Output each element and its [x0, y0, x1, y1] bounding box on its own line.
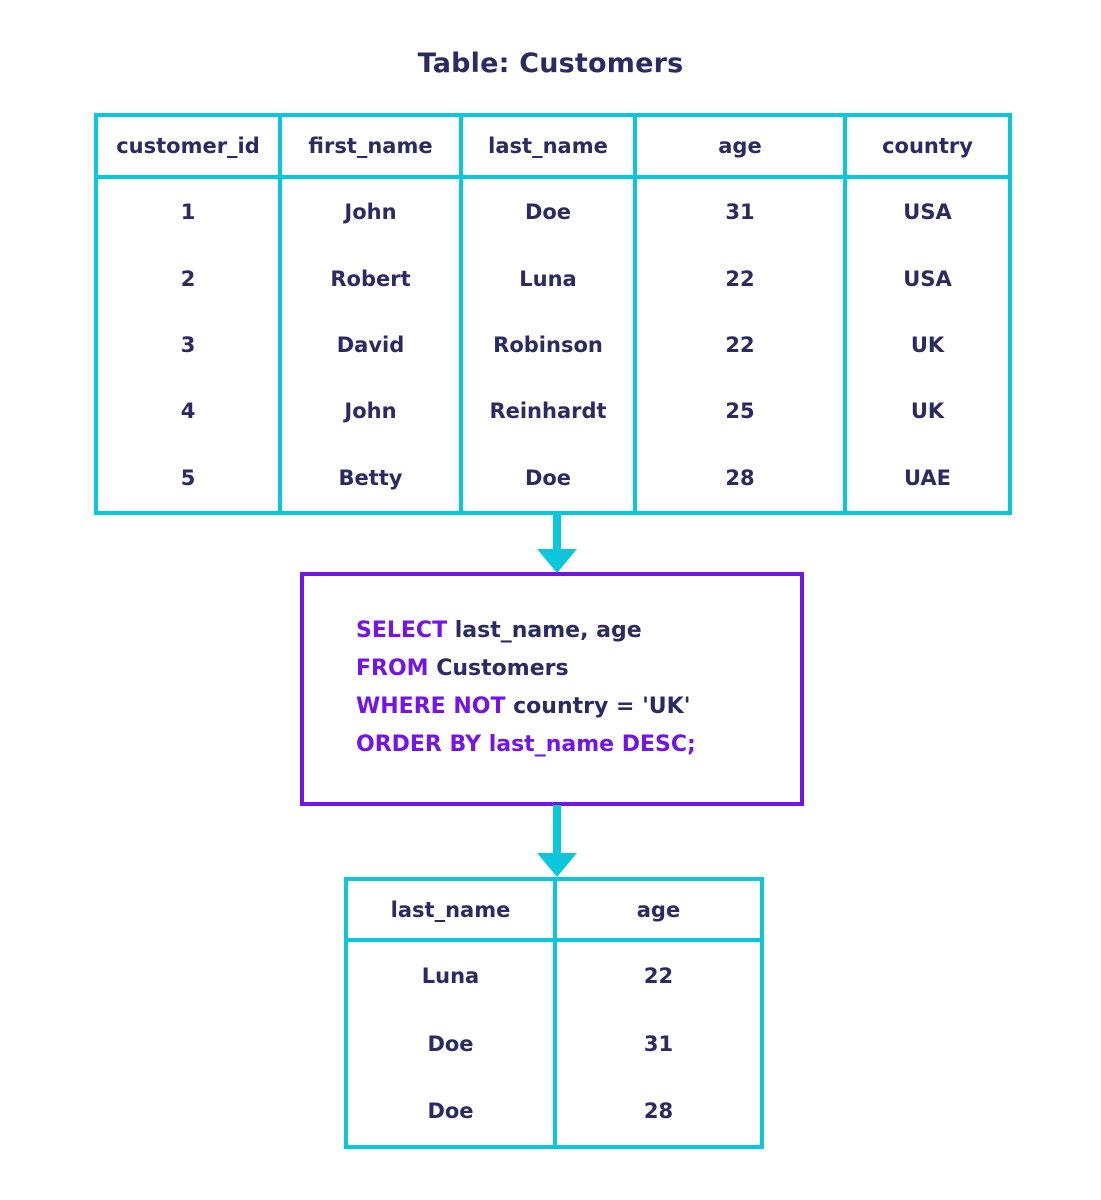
result-cell-last-name: Doe [348, 1077, 557, 1146]
arrow-shaft [553, 513, 561, 553]
cell-customer-id: 1 [98, 179, 282, 246]
column-header-last-name: last_name [463, 117, 637, 175]
cell-country: UAE [903, 465, 951, 490]
query-line-from: FROM Customers [356, 650, 800, 688]
cell-country: USA [903, 200, 952, 225]
result-table: last_name age Luna 22 Doe 31 Doe 28 [344, 877, 764, 1149]
result-cell-age: 31 [643, 1031, 674, 1056]
cell-first-name: John [282, 378, 463, 445]
cell-first-name: David [282, 311, 463, 379]
cell-customer-id: 3 [98, 311, 282, 379]
arrow-shaft [553, 805, 561, 857]
sql-query-box: SELECT last_name, age FROM Customers WHE… [300, 572, 804, 806]
cell-country: USA [903, 266, 952, 291]
sql-identifier: last_name DESC; [481, 732, 696, 757]
table-header-row: customer_id first_name last_name age cou… [98, 117, 1008, 179]
cell-first-name: Robert [282, 245, 463, 312]
result-cell-last-name: Luna [348, 942, 557, 1010]
arrow-down-icon [537, 805, 577, 878]
arrow-down-icon [537, 513, 577, 573]
sql-keyword: FROM [356, 656, 429, 681]
result-cell-age: 22 [643, 963, 674, 988]
arrow-head [537, 549, 577, 573]
table-row: 3 David Robinson 22 UK [98, 311, 1008, 379]
table-row: 5 Betty Doe 28 UAE [98, 444, 1008, 512]
result-column-header-age: age [636, 897, 681, 922]
table-row: 4 John Reinhardt 25 UK [98, 378, 1008, 445]
column-header-customer-id: customer_id [98, 117, 282, 175]
result-cell-age: 28 [643, 1099, 674, 1124]
sql-keyword: WHERE NOT [356, 694, 506, 719]
cell-last-name: Doe [463, 444, 637, 512]
result-cell-last-name: Doe [348, 1009, 557, 1078]
column-header-country: country [882, 134, 973, 158]
cell-last-name: Doe [463, 179, 637, 246]
cell-first-name: John [282, 179, 463, 246]
table-row: Luna 22 [348, 942, 760, 1010]
cell-last-name: Robinson [463, 311, 637, 379]
query-line-select: SELECT last_name, age [356, 612, 800, 650]
sql-identifier: last_name, age [447, 618, 642, 643]
cell-customer-id: 5 [98, 444, 282, 512]
table-row: Doe 31 [348, 1009, 760, 1078]
cell-last-name: Reinhardt [463, 378, 637, 445]
sql-identifier: country = 'UK' [505, 694, 691, 719]
column-header-age: age [637, 117, 847, 175]
table-row: 1 John Doe 31 USA [98, 179, 1008, 246]
sql-keyword: SELECT [356, 618, 448, 643]
cell-age: 31 [637, 179, 847, 246]
arrow-head [537, 853, 577, 877]
sql-identifier: Customers [428, 656, 569, 681]
cell-first-name: Betty [282, 444, 463, 512]
table-row: 2 Robert Luna 22 USA [98, 245, 1008, 312]
cell-country: UK [910, 333, 945, 358]
cell-age: 22 [637, 311, 847, 379]
result-header-row: last_name age [348, 881, 760, 942]
cell-age: 25 [637, 378, 847, 445]
cell-country: UK [910, 399, 945, 424]
table-row: Doe 28 [348, 1077, 760, 1146]
cell-age: 22 [637, 245, 847, 312]
cell-customer-id: 2 [98, 245, 282, 312]
page-title: Table: Customers [417, 48, 684, 79]
query-line-order-by: ORDER BY last_name DESC; [356, 726, 800, 764]
sql-keyword: ORDER BY [356, 732, 482, 757]
query-line-where: WHERE NOT country = 'UK' [356, 688, 800, 726]
result-column-header-last-name: last_name [348, 881, 557, 938]
column-header-first-name: first_name [282, 117, 463, 175]
cell-customer-id: 4 [98, 378, 282, 445]
customers-table: customer_id first_name last_name age cou… [94, 113, 1012, 515]
cell-age: 28 [637, 444, 847, 512]
cell-last-name: Luna [463, 245, 637, 312]
